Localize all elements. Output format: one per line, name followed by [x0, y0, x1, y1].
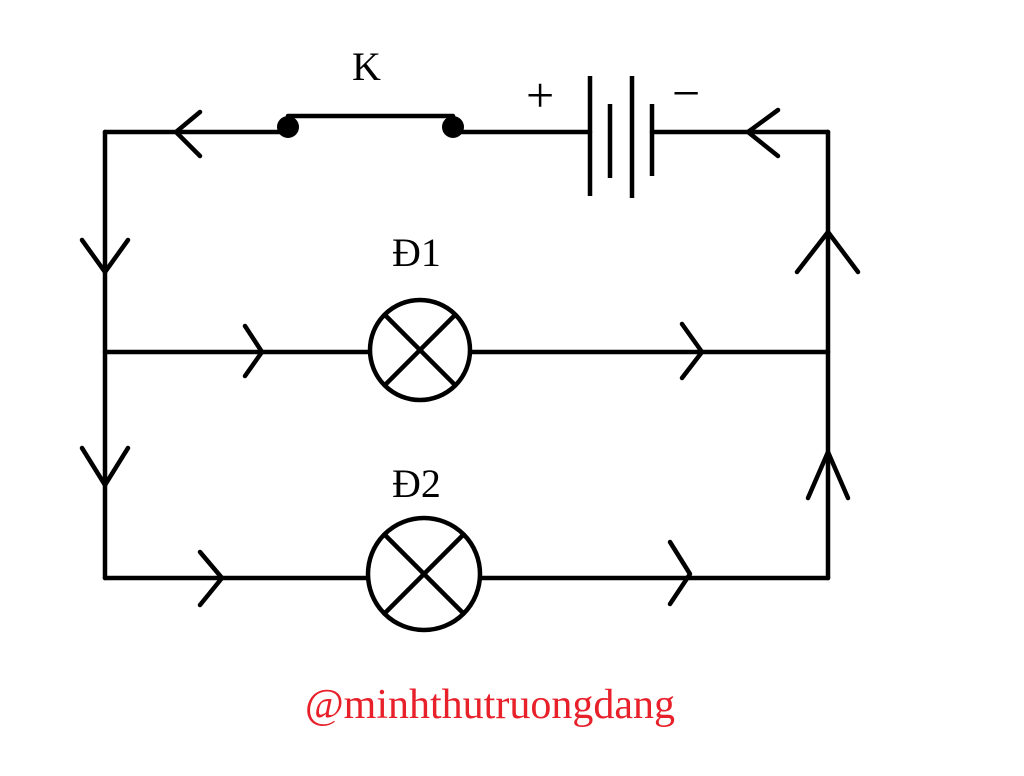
wires — [102, 113, 831, 581]
lamp1-label: Đ1 — [392, 230, 441, 275]
arrow-top-right-icon — [745, 107, 781, 159]
arrow-branch2-left-icon — [197, 549, 225, 608]
switch-contact-right — [442, 116, 464, 138]
arrow-right-lower-icon — [805, 449, 851, 501]
credit-text: @minhthutruongdang — [305, 682, 675, 728]
lamp1-cross-b — [383, 313, 457, 387]
lamp2-icon: Đ2 — [365, 461, 483, 633]
switch: K — [277, 44, 464, 138]
arrow-left-upper-icon — [79, 237, 131, 275]
switch-contact-left — [277, 116, 299, 138]
arrow-top-left-icon — [173, 109, 203, 159]
lamp2-cross-b — [383, 533, 465, 615]
switch-label: K — [352, 44, 381, 89]
arrow-branch2-right-icon — [667, 539, 693, 607]
battery-plus-sign: + — [526, 67, 554, 123]
lamp2-label: Đ2 — [392, 461, 441, 506]
battery-icon: + − — [526, 65, 700, 198]
arrow-branch1-right-icon — [679, 321, 705, 381]
current-arrows — [79, 107, 861, 608]
lamp1-icon: Đ1 — [367, 230, 473, 403]
arrow-right-upper-icon — [794, 229, 861, 275]
arrow-left-lower-icon — [79, 445, 131, 488]
arrow-branch1-left-icon — [242, 323, 265, 379]
battery-minus-sign: − — [672, 65, 700, 121]
